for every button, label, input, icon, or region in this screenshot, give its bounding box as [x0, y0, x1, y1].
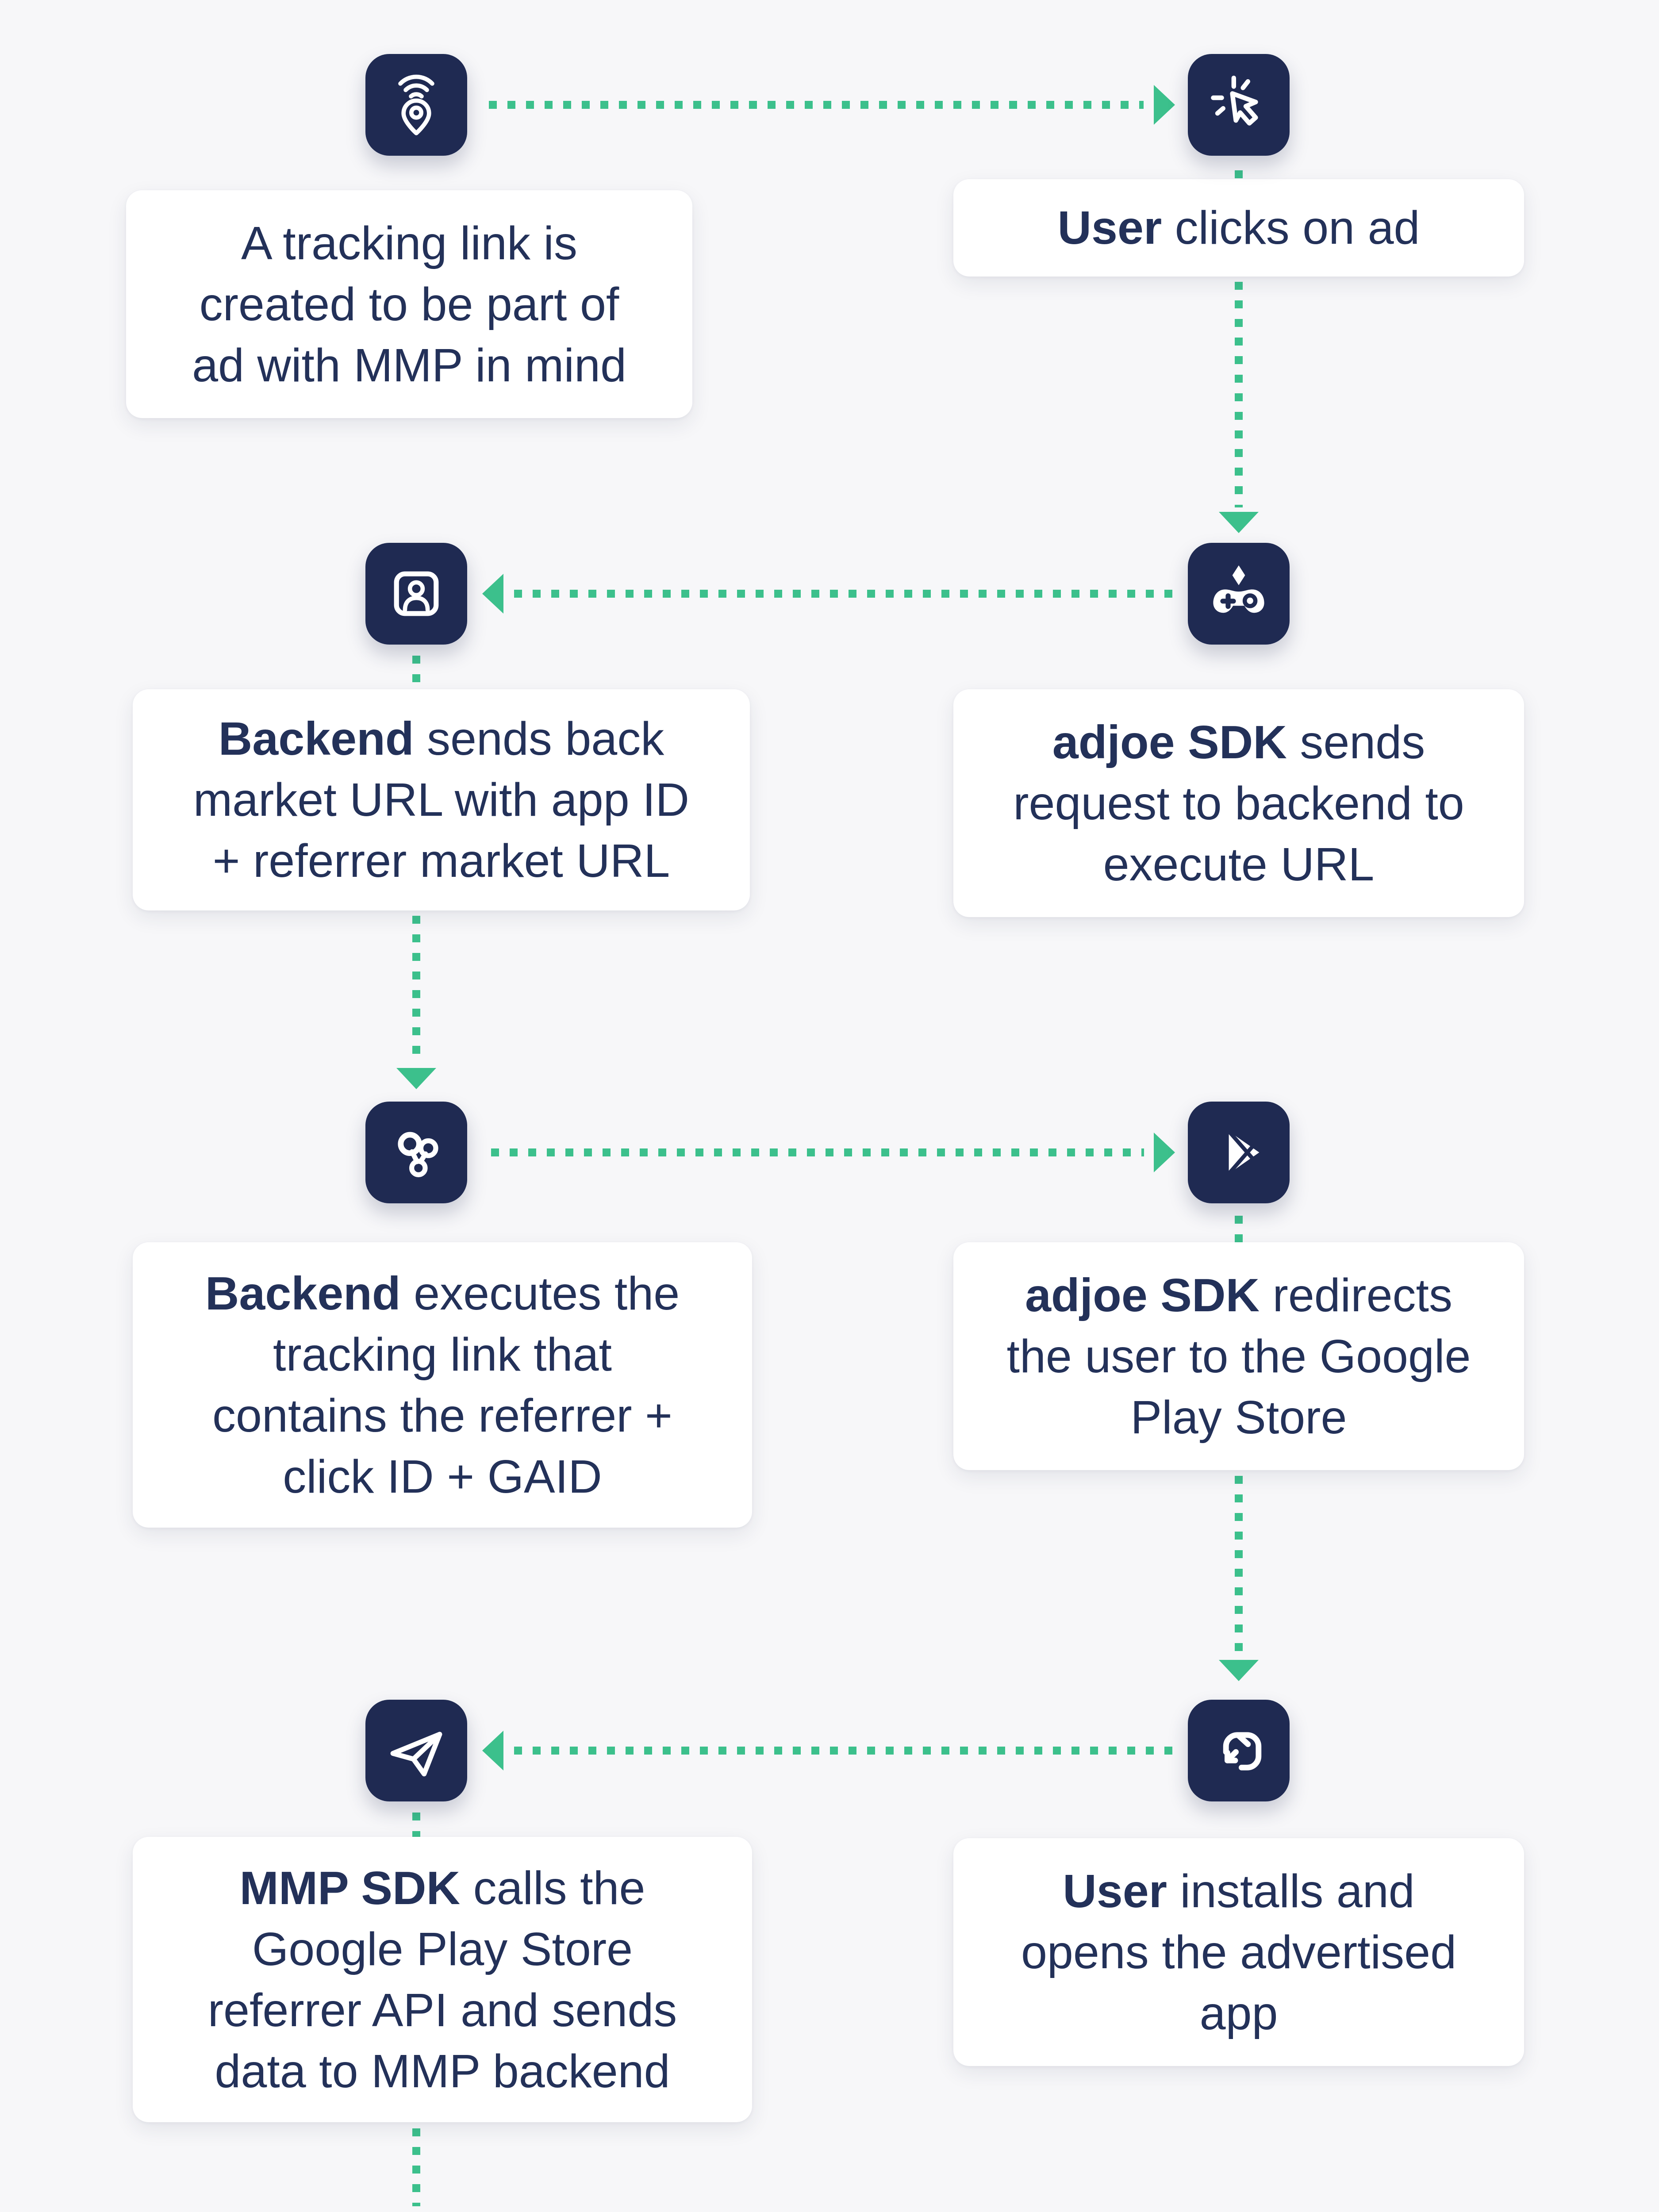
cursor-click-icon: [1188, 54, 1290, 156]
step-card-backend-sends: Backend sends back market URL with app I…: [133, 689, 750, 910]
step-text: User installs and opens the advertised a…: [1021, 1865, 1457, 2039]
step-text: Backend executes the tracking link that …: [205, 1267, 680, 1503]
step-text: adjoe SDK sends request to backend to ex…: [1013, 716, 1464, 891]
gamepad-icon: [1188, 543, 1290, 645]
step-card-sdk-redirects: adjoe SDK redirects the user to the Goog…: [953, 1242, 1524, 1470]
step-text: A tracking link is created to be part of…: [192, 217, 626, 392]
dotted-line-row1: [489, 101, 1144, 109]
contact-card-icon: [365, 543, 467, 645]
open-app-icon: [1188, 1700, 1290, 1801]
step-card-sdk-request: adjoe SDK sends request to backend to ex…: [953, 689, 1524, 917]
google-play-icon: [1188, 1102, 1290, 1203]
tracking-link-icon: [365, 54, 467, 156]
arrowhead-left-icon: [482, 1731, 503, 1770]
step-card-mmp-sdk-calls: MMP SDK calls the Google Play Store refe…: [133, 1837, 752, 2122]
arrowhead-down-icon: [1219, 512, 1259, 533]
dotted-line-row4: [514, 1747, 1179, 1755]
step-text: Backend sends back market URL with app I…: [193, 713, 690, 887]
arrowhead-down-icon: [396, 1068, 436, 1089]
step-card-backend-executes: Backend executes the tracking link that …: [133, 1242, 752, 1528]
arrowhead-left-icon: [482, 574, 503, 614]
arrowhead-right-icon: [1154, 85, 1175, 125]
step-card-tracking-link: A tracking link is created to be part of…: [126, 190, 692, 418]
arrowhead-right-icon: [1154, 1133, 1175, 1172]
step-text: MMP SDK calls the Google Play Store refe…: [207, 1862, 677, 2097]
step-card-user-installs: User installs and opens the advertised a…: [953, 1838, 1524, 2066]
step-text: adjoe SDK redirects the user to the Goog…: [1006, 1269, 1471, 1444]
step-card-user-clicks: User clicks on ad: [953, 179, 1524, 276]
arrowhead-down-icon: [1219, 1660, 1259, 1681]
paper-plane-icon: [365, 1700, 467, 1801]
network-nodes-icon: [365, 1102, 467, 1203]
step-text: User clicks on ad: [1057, 202, 1420, 254]
dotted-line-row3: [491, 1148, 1144, 1156]
dotted-line-row2: [514, 590, 1178, 598]
